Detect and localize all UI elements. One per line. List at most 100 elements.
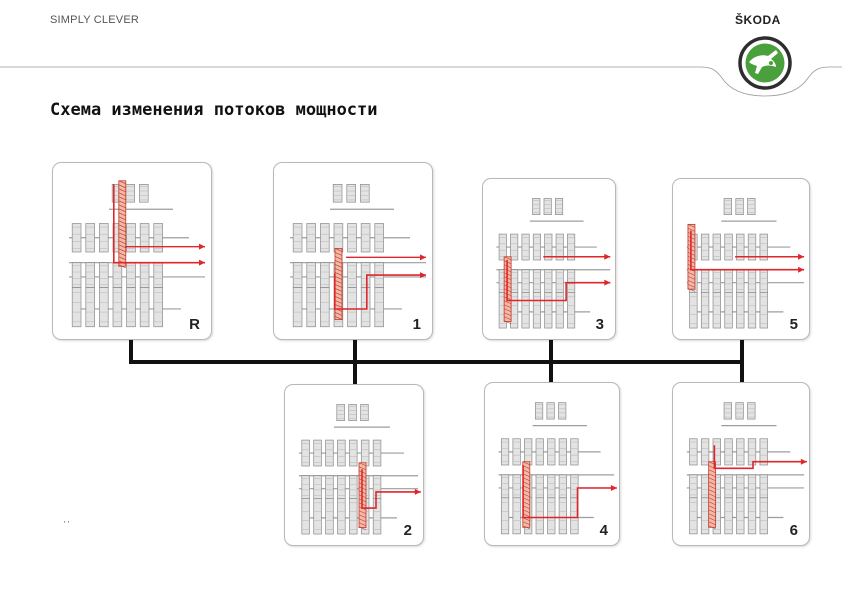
gear-wheel bbox=[360, 184, 370, 203]
gear-wheel bbox=[712, 269, 721, 293]
gear-hatch bbox=[522, 513, 530, 517]
gear-wheel bbox=[337, 439, 346, 467]
gear-hatch bbox=[334, 260, 343, 264]
gear-hatch bbox=[687, 276, 696, 280]
gear-hatch bbox=[118, 212, 126, 217]
gear-card-r: R bbox=[52, 162, 212, 340]
gear-wheel bbox=[724, 497, 733, 535]
gear-hatch bbox=[522, 461, 530, 465]
gear-wheel bbox=[139, 287, 150, 328]
gear-hatch bbox=[334, 312, 343, 316]
gear-wheel bbox=[85, 262, 95, 288]
gear-wheel bbox=[372, 475, 382, 499]
gear-wheel bbox=[535, 474, 544, 499]
gear-wheel bbox=[759, 438, 768, 466]
gear-wheel bbox=[325, 475, 334, 499]
gear-hatch bbox=[334, 288, 343, 292]
gear-hatch bbox=[708, 505, 716, 509]
gear-hatch bbox=[687, 284, 696, 288]
gear-hatch bbox=[358, 462, 367, 467]
gear-hatch bbox=[118, 248, 126, 253]
gear-hatch bbox=[118, 244, 126, 249]
flow-arrow-icon bbox=[420, 272, 426, 279]
gear-hatch bbox=[522, 465, 530, 469]
gear-wheel bbox=[139, 262, 150, 288]
gear-hatch bbox=[118, 208, 126, 213]
gear-wheel bbox=[700, 292, 710, 329]
gear-wheel bbox=[547, 497, 556, 535]
gear-wheel bbox=[500, 497, 510, 535]
gear-wheel bbox=[724, 233, 733, 261]
gear-wheel bbox=[512, 474, 521, 499]
gear-wheel bbox=[723, 402, 733, 420]
gear-wheel bbox=[512, 497, 521, 535]
gear-wheel bbox=[736, 474, 745, 499]
gear-wheel bbox=[71, 287, 82, 328]
gear-wheel bbox=[724, 438, 733, 466]
gear-hatch bbox=[687, 280, 696, 284]
gear-wheel bbox=[759, 233, 768, 261]
gear-wheel bbox=[570, 438, 579, 466]
gearbox-schematic bbox=[290, 184, 426, 328]
gear-hatch bbox=[522, 521, 530, 525]
gear-wheel bbox=[712, 233, 721, 261]
gear-wheel bbox=[360, 287, 371, 328]
gear-hatch bbox=[118, 224, 126, 229]
gear-wheel bbox=[558, 438, 567, 466]
gear-wheel bbox=[558, 474, 567, 499]
gear-hatch bbox=[118, 228, 126, 233]
gear-wheel bbox=[510, 292, 519, 329]
gear-card-3: 3 bbox=[482, 178, 616, 340]
gear-wheel bbox=[360, 439, 370, 467]
flow-arrow-icon bbox=[414, 488, 421, 495]
gear-hatch bbox=[708, 485, 716, 489]
gear-hatch bbox=[708, 521, 716, 525]
gear-wheel bbox=[567, 233, 576, 261]
power-flow-path bbox=[713, 445, 807, 470]
gear-wheel bbox=[306, 223, 316, 253]
gear-wheel bbox=[336, 404, 345, 421]
gear-wheel bbox=[126, 262, 136, 288]
gear-wheel bbox=[512, 438, 521, 466]
gear-wheel bbox=[736, 269, 745, 293]
gear-hatch bbox=[358, 522, 367, 527]
power-flow-path bbox=[361, 469, 421, 509]
gear-hatch bbox=[708, 513, 716, 517]
gear-hatch bbox=[708, 517, 716, 521]
gear-wheel bbox=[347, 262, 357, 288]
gearbox-schematic bbox=[299, 404, 421, 535]
gear-wheel bbox=[547, 438, 556, 466]
gear-hatch bbox=[522, 493, 530, 497]
gear-wheel bbox=[535, 497, 544, 535]
gear-hatch bbox=[358, 526, 367, 531]
gear-wheel bbox=[99, 287, 109, 328]
gear-hatch bbox=[687, 288, 696, 292]
gear-wheel bbox=[689, 497, 698, 535]
engaged-gear bbox=[708, 461, 717, 528]
gear-wheel bbox=[759, 269, 768, 293]
gear-wheel bbox=[332, 184, 343, 203]
gear-wheel bbox=[543, 198, 552, 215]
gear-wheel bbox=[372, 498, 382, 535]
gear-wheel bbox=[700, 269, 710, 293]
gear-wheel bbox=[700, 233, 710, 261]
page-title: Схема изменения потоков мощности bbox=[50, 100, 378, 120]
skoda-logo-icon bbox=[738, 36, 792, 90]
gear-wheel bbox=[700, 497, 710, 535]
header-divider bbox=[0, 66, 842, 97]
gear-wheel bbox=[689, 438, 698, 466]
flow-arrow-icon bbox=[420, 254, 426, 261]
gear-hatch bbox=[708, 525, 716, 529]
gear-wheel bbox=[555, 233, 564, 261]
gear-wheel bbox=[313, 439, 322, 467]
gear-wheel bbox=[71, 262, 82, 288]
gear-hatch bbox=[118, 204, 126, 209]
gear-hatch bbox=[504, 308, 512, 313]
gear-wheel bbox=[500, 474, 510, 499]
gear-wheel bbox=[360, 404, 369, 421]
gear-wheel bbox=[546, 402, 555, 420]
gear-hatch bbox=[334, 252, 343, 256]
gear-wheel bbox=[535, 438, 544, 466]
gear-hatch bbox=[358, 466, 367, 471]
